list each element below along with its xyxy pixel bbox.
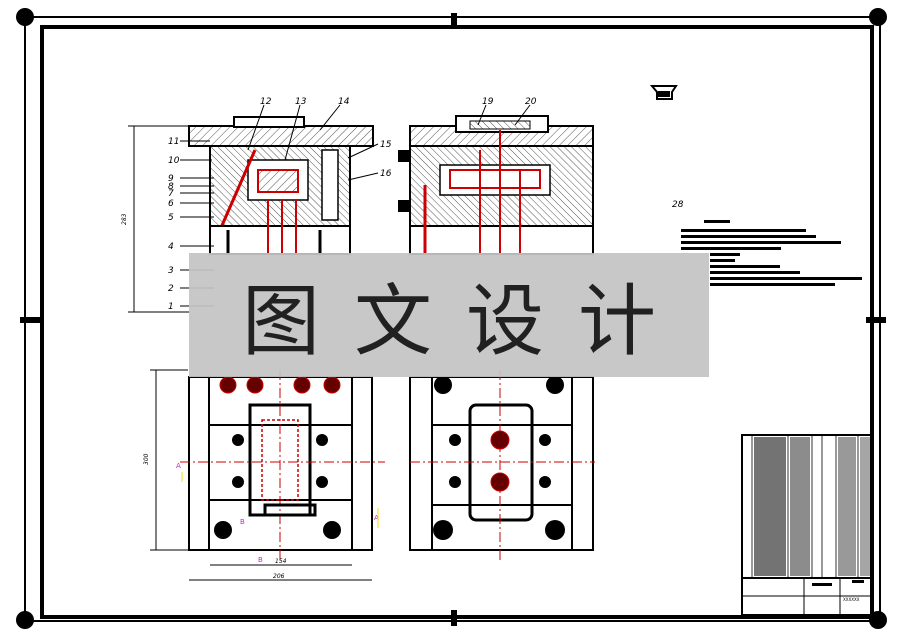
part-number-15: 15 — [380, 140, 392, 150]
section-mark-a-left: A — [176, 462, 181, 470]
part-number-1: 1 — [168, 302, 174, 312]
dimension-labels: 283 300 154 206 — [121, 213, 287, 580]
part-number-6: 6 — [168, 199, 174, 209]
watermark-text: 图文设计 — [241, 277, 690, 367]
title-block-name: XXXXXX — [843, 597, 860, 602]
part-number-11: 11 — [168, 137, 179, 147]
right-plan-view — [409, 370, 595, 560]
watermark-banner: 图文设计 — [189, 253, 709, 377]
dimension-height-bottom: 300 — [143, 453, 150, 465]
section-mark-b-bottom: B — [258, 556, 263, 564]
part-number-19: 19 — [482, 97, 494, 107]
sheet-frame — [16, 8, 887, 629]
part-number-3: 3 — [168, 266, 174, 276]
part-number-28: 28 — [672, 200, 684, 210]
part-number-8: 8 — [168, 182, 174, 192]
part-number-labels: 11 10 9 8 7 6 5 4 3 2 1 12 13 14 15 16 1… — [168, 97, 684, 312]
dimension-height-left: 283 — [121, 213, 128, 225]
leader-lines — [128, 104, 531, 581]
part-number-12: 12 — [260, 97, 272, 107]
part-number-5: 5 — [168, 213, 174, 223]
section-mark-b-left: B — [240, 518, 245, 526]
right-section-view — [398, 115, 594, 255]
part-number-10: 10 — [168, 156, 180, 166]
part-number-14: 14 — [338, 97, 350, 107]
part-number-16: 16 — [380, 169, 392, 179]
technical-notes — [681, 220, 862, 286]
title-block — [741, 434, 873, 616]
part-number-20: 20 — [525, 97, 537, 107]
section-mark-a-right: A — [374, 514, 379, 522]
left-section-view — [188, 116, 374, 255]
dimension-width-outer: 206 — [273, 573, 285, 580]
left-plan-view — [180, 370, 385, 560]
part-number-9: 9 — [168, 174, 174, 184]
part-number-2: 2 — [168, 284, 174, 294]
part-number-4: 4 — [168, 242, 174, 252]
section-marks: A A B B — [176, 462, 379, 564]
surface-finish-symbol — [649, 85, 678, 100]
dimension-width-inner: 154 — [275, 558, 287, 565]
part-number-13: 13 — [295, 97, 307, 107]
part-number-7: 7 — [168, 189, 174, 199]
